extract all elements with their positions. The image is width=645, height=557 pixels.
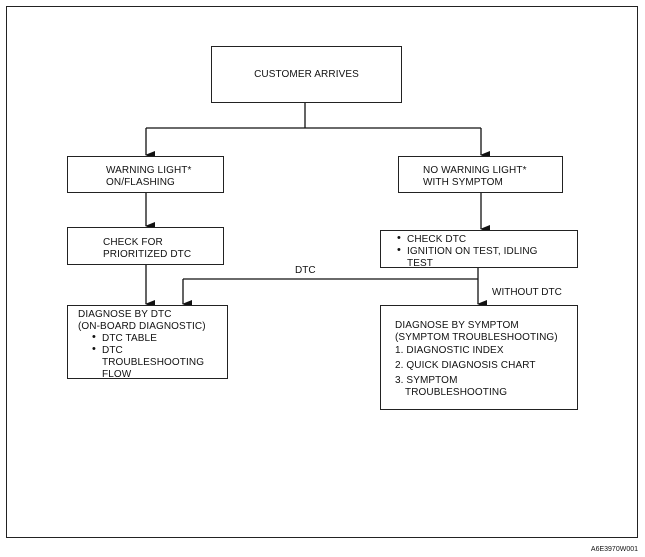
node-no-warning-light-line2: WITH SYMPTOM bbox=[423, 177, 503, 188]
node-check-dtc-item: IGNITION ON TEST, IDLING bbox=[397, 244, 577, 258]
node-diagnose-dtc-item-continued: TROUBLESHOOTING bbox=[102, 357, 205, 368]
node-diagnose-dtc-item-continued: FLOW bbox=[102, 369, 132, 380]
node-no-warning-light: NO WARNING LIGHT* WITH SYMPTOM bbox=[398, 156, 563, 193]
edge-label-dtc: DTC bbox=[295, 265, 316, 276]
node-no-warning-light-line1: NO WARNING LIGHT* bbox=[423, 165, 527, 176]
edge-label-without-dtc: WITHOUT DTC bbox=[492, 287, 562, 298]
node-diagnose-symptom-item-continued: TROUBLESHOOTING bbox=[405, 387, 508, 398]
node-check-dtc: CHECK DTC IGNITION ON TEST, IDLING TEST bbox=[380, 230, 578, 269]
node-diagnose-by-symptom: DIAGNOSE BY SYMPTOM (SYMPTOM TROUBLESHOO… bbox=[380, 305, 578, 410]
node-check-prioritized-line1: CHECK FOR bbox=[103, 237, 163, 248]
node-warning-light: WARNING LIGHT* ON/FLASHING bbox=[67, 156, 224, 193]
node-diagnose-dtc-line2: (ON-BOARD DIAGNOSTIC) bbox=[78, 321, 206, 332]
node-diagnose-symptom-item: 2. QUICK DIAGNOSIS CHART bbox=[395, 360, 536, 371]
figure-code: A6E3970W001 bbox=[590, 546, 638, 553]
node-warning-light-line1: WARNING LIGHT* bbox=[106, 165, 192, 176]
node-check-dtc-item-continued: TEST bbox=[407, 258, 433, 269]
node-customer-arrives: CUSTOMER ARRIVES bbox=[211, 46, 402, 103]
node-diagnose-symptom-line2: (SYMPTOM TROUBLESHOOTING) bbox=[395, 332, 558, 343]
node-diagnose-dtc-item: DTC bbox=[92, 343, 227, 357]
diagram-frame bbox=[6, 6, 638, 538]
node-check-dtc-item: CHECK DTC bbox=[397, 232, 577, 246]
node-diagnose-symptom-item: 3. SYMPTOM bbox=[395, 375, 458, 386]
node-diagnose-by-dtc: DIAGNOSE BY DTC (ON-BOARD DIAGNOSTIC) DT… bbox=[67, 305, 228, 380]
node-diagnose-dtc-line1: DIAGNOSE BY DTC bbox=[78, 309, 172, 320]
node-warning-light-line2: ON/FLASHING bbox=[106, 177, 175, 188]
node-diagnose-symptom-line1: DIAGNOSE BY SYMPTOM bbox=[395, 320, 519, 331]
node-check-prioritized-dtc: CHECK FOR PRIORITIZED DTC bbox=[67, 227, 224, 265]
node-diagnose-symptom-item: 1. DIAGNOSTIC INDEX bbox=[395, 345, 504, 356]
node-check-prioritized-line2: PRIORITIZED DTC bbox=[103, 249, 192, 260]
node-diagnose-dtc-item: DTC TABLE bbox=[92, 331, 227, 345]
node-customer-arrives-text: CUSTOMER ARRIVES bbox=[254, 68, 359, 80]
